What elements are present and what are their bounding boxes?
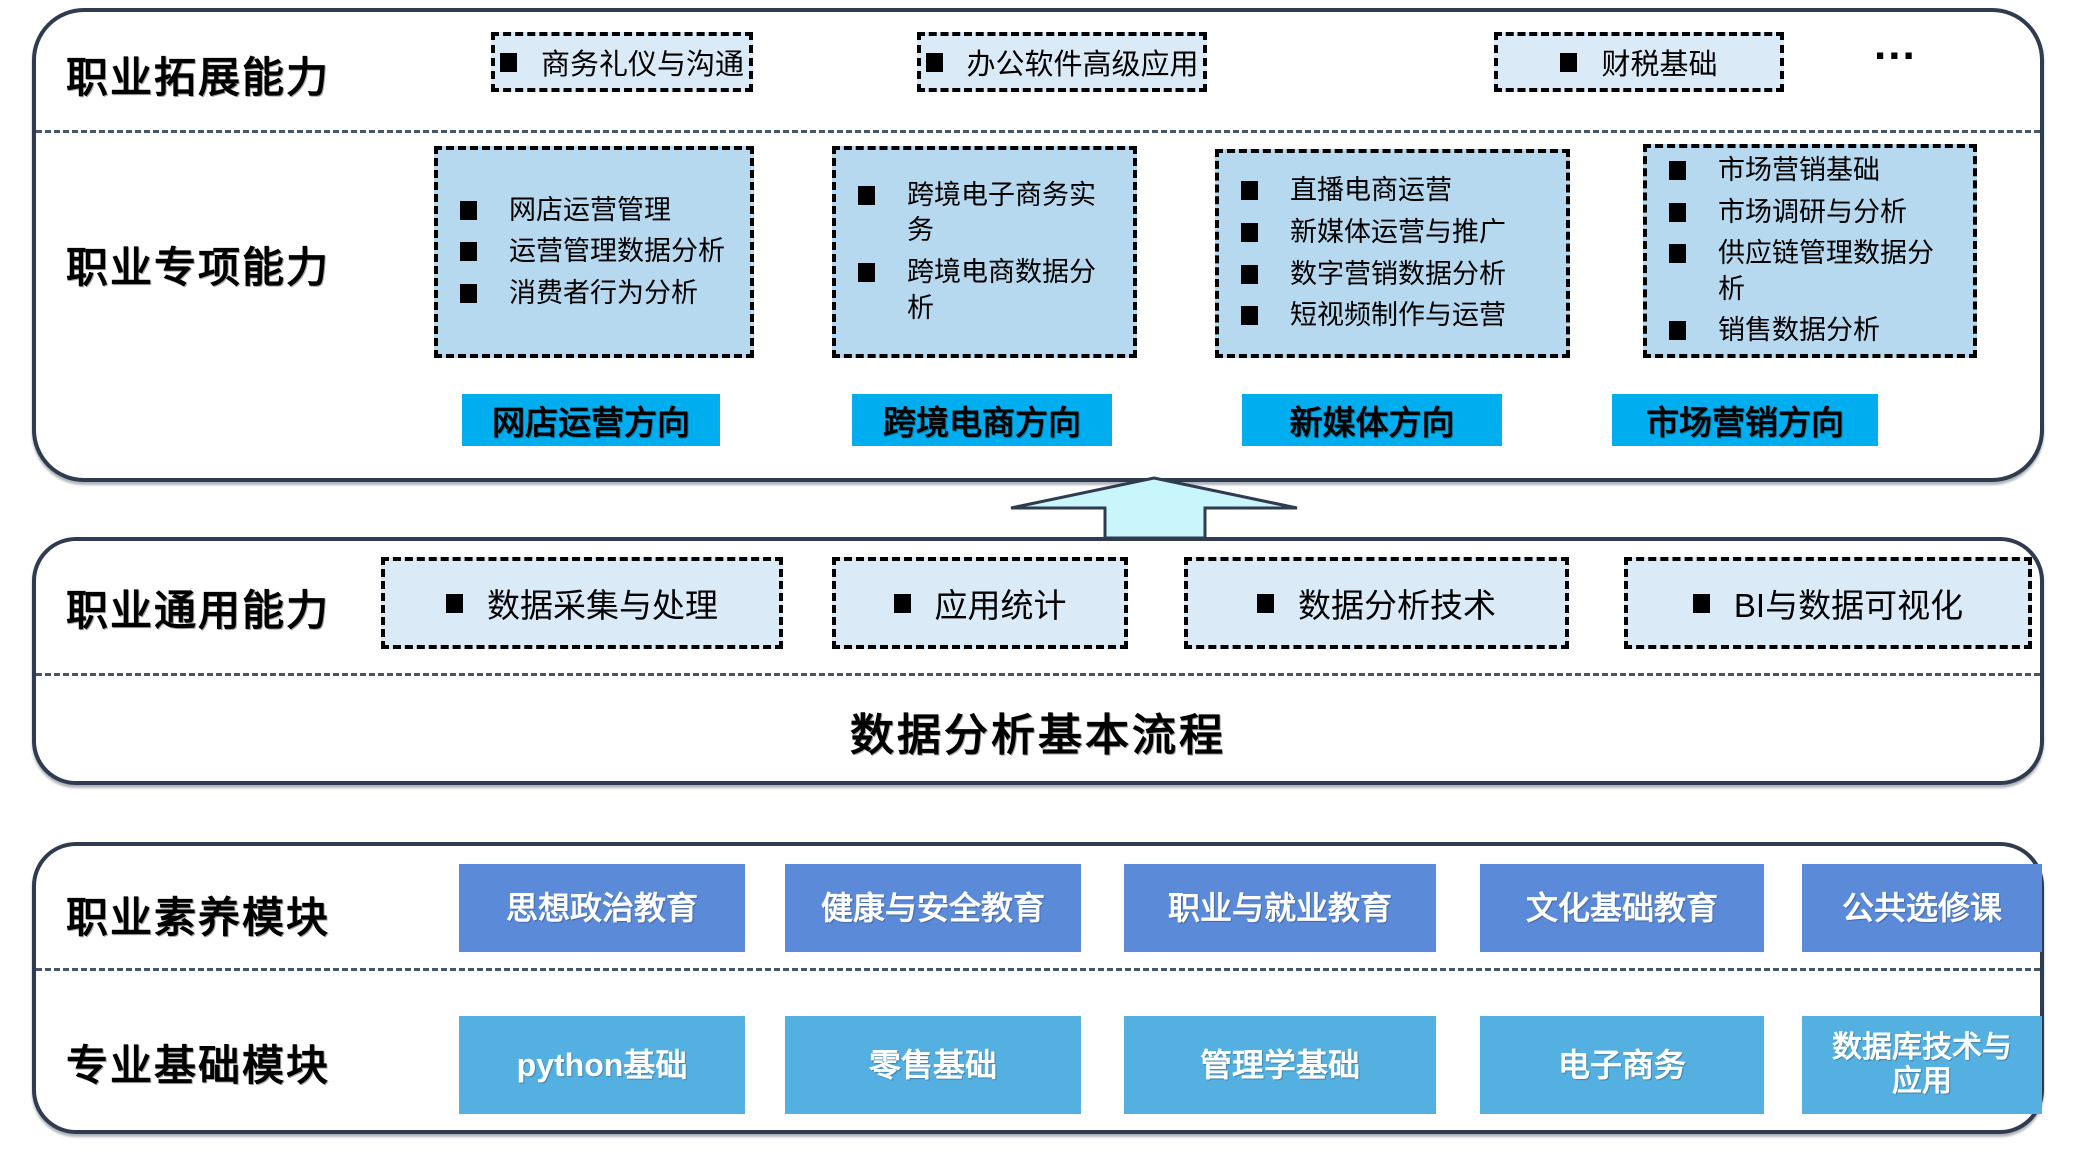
course-box: BI与数据可视化 — [1624, 557, 2032, 649]
module-button: 零售基础 — [785, 1016, 1081, 1114]
bullet-square-icon — [858, 263, 875, 282]
module-button: 电子商务 — [1480, 1016, 1764, 1114]
ellipsis-more: ... — [1874, 20, 1917, 69]
course-label: 市场营销基础 — [1718, 154, 1880, 185]
course-item: 数字营销数据分析 — [1241, 257, 1506, 293]
bullet-square-icon — [893, 593, 911, 613]
bullet-square-icon — [460, 242, 477, 262]
bullet-square-icon — [446, 593, 463, 613]
course-item: 跨境电商数据分析 — [858, 255, 1117, 326]
track-course-box: 直播电商运营 新媒体运营与推广 数字营销数据分析 短视频制作与运营 — [1215, 149, 1570, 358]
course-item: 短视频制作与运营 — [1241, 298, 1506, 334]
course-label: BI与数据可视化 — [1733, 587, 1964, 624]
course-box: 应用统计 — [832, 557, 1128, 649]
track-course-box: 市场营销基础 市场调研与分析 供应链管理数据分析 销售数据分析 — [1643, 144, 1977, 358]
direction-label: 新媒体方向 — [1242, 394, 1502, 446]
course-label: 应用统计 — [934, 587, 1067, 624]
course-item: 消费者行为分析 — [460, 276, 698, 312]
bullet-square-icon — [1560, 52, 1578, 72]
course-label: 数字营销数据分析 — [1290, 258, 1506, 289]
course-label: 市场调研与分析 — [1718, 196, 1907, 227]
bullet-square-icon — [1692, 593, 1710, 613]
course-box: 数据分析技术 — [1184, 557, 1569, 649]
bullet-square-icon — [858, 185, 875, 205]
panel-modules: 职业素养模块 思想政治教育 健康与安全教育 职业与就业教育 文化基础教育 公共选… — [32, 842, 2044, 1134]
course-box: 办公软件高级应用 — [917, 32, 1207, 92]
bullet-square-icon — [1669, 202, 1686, 222]
bullet-square-icon — [1669, 244, 1686, 264]
direction-label: 网店运营方向 — [462, 394, 720, 446]
panel-general-abilities: 职业通用能力 数据采集与处理 应用统计 数据分析技术 BI与数据可视化 数据分析… — [32, 537, 2044, 785]
course-label: 短视频制作与运营 — [1290, 300, 1506, 331]
direction-label: 跨境电商方向 — [852, 394, 1112, 446]
up-arrow-icon — [1008, 476, 1300, 540]
course-label: 跨境电子商务实务 — [907, 179, 1096, 246]
bullet-square-icon — [1257, 593, 1274, 613]
module-button: 职业与就业教育 — [1124, 864, 1436, 952]
module-button: 文化基础教育 — [1480, 864, 1764, 952]
course-box: 数据采集与处理 — [381, 557, 783, 649]
course-item: 销售数据分析 — [1669, 313, 1880, 349]
course-label: 跨境电商数据分析 — [907, 257, 1096, 323]
course-box: 财税基础 — [1494, 32, 1784, 92]
bullet-square-icon — [1669, 321, 1686, 341]
course-label: 商务礼仪与沟通 — [541, 49, 745, 81]
bullet-square-icon — [460, 283, 477, 303]
section-label-general: 职业通用能力 — [66, 587, 331, 634]
course-label: 直播电商运营 — [1290, 175, 1452, 206]
course-item: 跨境电子商务实务 — [858, 178, 1117, 249]
bullet-square-icon — [500, 52, 517, 72]
panel-career-abilities: 职业拓展能力 商务礼仪与沟通 办公软件高级应用 财税基础 ... 职业专项能力 … — [32, 8, 2044, 482]
track-course-box: 跨境电子商务实务 跨境电商数据分析 — [832, 146, 1137, 358]
course-label: 网店运营管理 — [509, 194, 671, 225]
course-item: 市场营销基础 — [1669, 153, 1880, 189]
course-label: 销售数据分析 — [1718, 315, 1880, 346]
module-button: python基础 — [459, 1016, 745, 1114]
course-item: 市场调研与分析 — [1669, 195, 1907, 231]
module-button: 数据库技术与应用 — [1802, 1016, 2042, 1114]
bullet-square-icon — [1241, 264, 1258, 284]
section-label-expand: 职业拓展能力 — [66, 54, 331, 101]
course-label: 数据采集与处理 — [487, 587, 718, 624]
module-button: 管理学基础 — [1124, 1016, 1436, 1114]
bullet-square-icon — [925, 52, 943, 72]
module-button: 公共选修课 — [1802, 864, 2042, 952]
section-label-foundation: 专业基础模块 — [66, 1042, 331, 1089]
course-label: 新媒体运营与推广 — [1290, 216, 1506, 247]
course-label: 财税基础 — [1601, 49, 1718, 81]
course-label: 数据分析技术 — [1298, 587, 1496, 624]
module-button: 健康与安全教育 — [785, 864, 1081, 952]
course-item: 运营管理数据分析 — [460, 234, 725, 270]
direction-label: 市场营销方向 — [1612, 394, 1878, 446]
bullet-square-icon — [1241, 181, 1258, 201]
row-divider — [36, 130, 2040, 133]
course-item: 直播电商运营 — [1241, 173, 1452, 209]
course-box: 商务礼仪与沟通 — [491, 32, 753, 92]
course-item: 供应链管理数据分析 — [1669, 236, 1957, 307]
course-label: 运营管理数据分析 — [509, 236, 725, 267]
section-label-quality: 职业素养模块 — [66, 894, 331, 941]
bullet-square-icon — [1241, 222, 1258, 242]
row-divider — [36, 968, 2040, 971]
bullet-square-icon — [1669, 160, 1686, 180]
track-course-box: 网店运营管理 运营管理数据分析 消费者行为分析 — [434, 146, 754, 358]
course-item: 新媒体运营与推广 — [1241, 215, 1506, 251]
module-button: 思想政治教育 — [459, 864, 745, 952]
bullet-square-icon — [1241, 306, 1258, 326]
flow-title: 数据分析基本流程 — [850, 711, 1226, 760]
row-divider — [36, 673, 2040, 676]
course-label: 消费者行为分析 — [509, 277, 698, 308]
bullet-square-icon — [460, 200, 477, 220]
course-item: 网店运营管理 — [460, 193, 671, 229]
course-label: 办公软件高级应用 — [966, 49, 1199, 81]
course-label: 供应链管理数据分析 — [1718, 238, 1934, 304]
section-label-special: 职业专项能力 — [66, 244, 331, 291]
